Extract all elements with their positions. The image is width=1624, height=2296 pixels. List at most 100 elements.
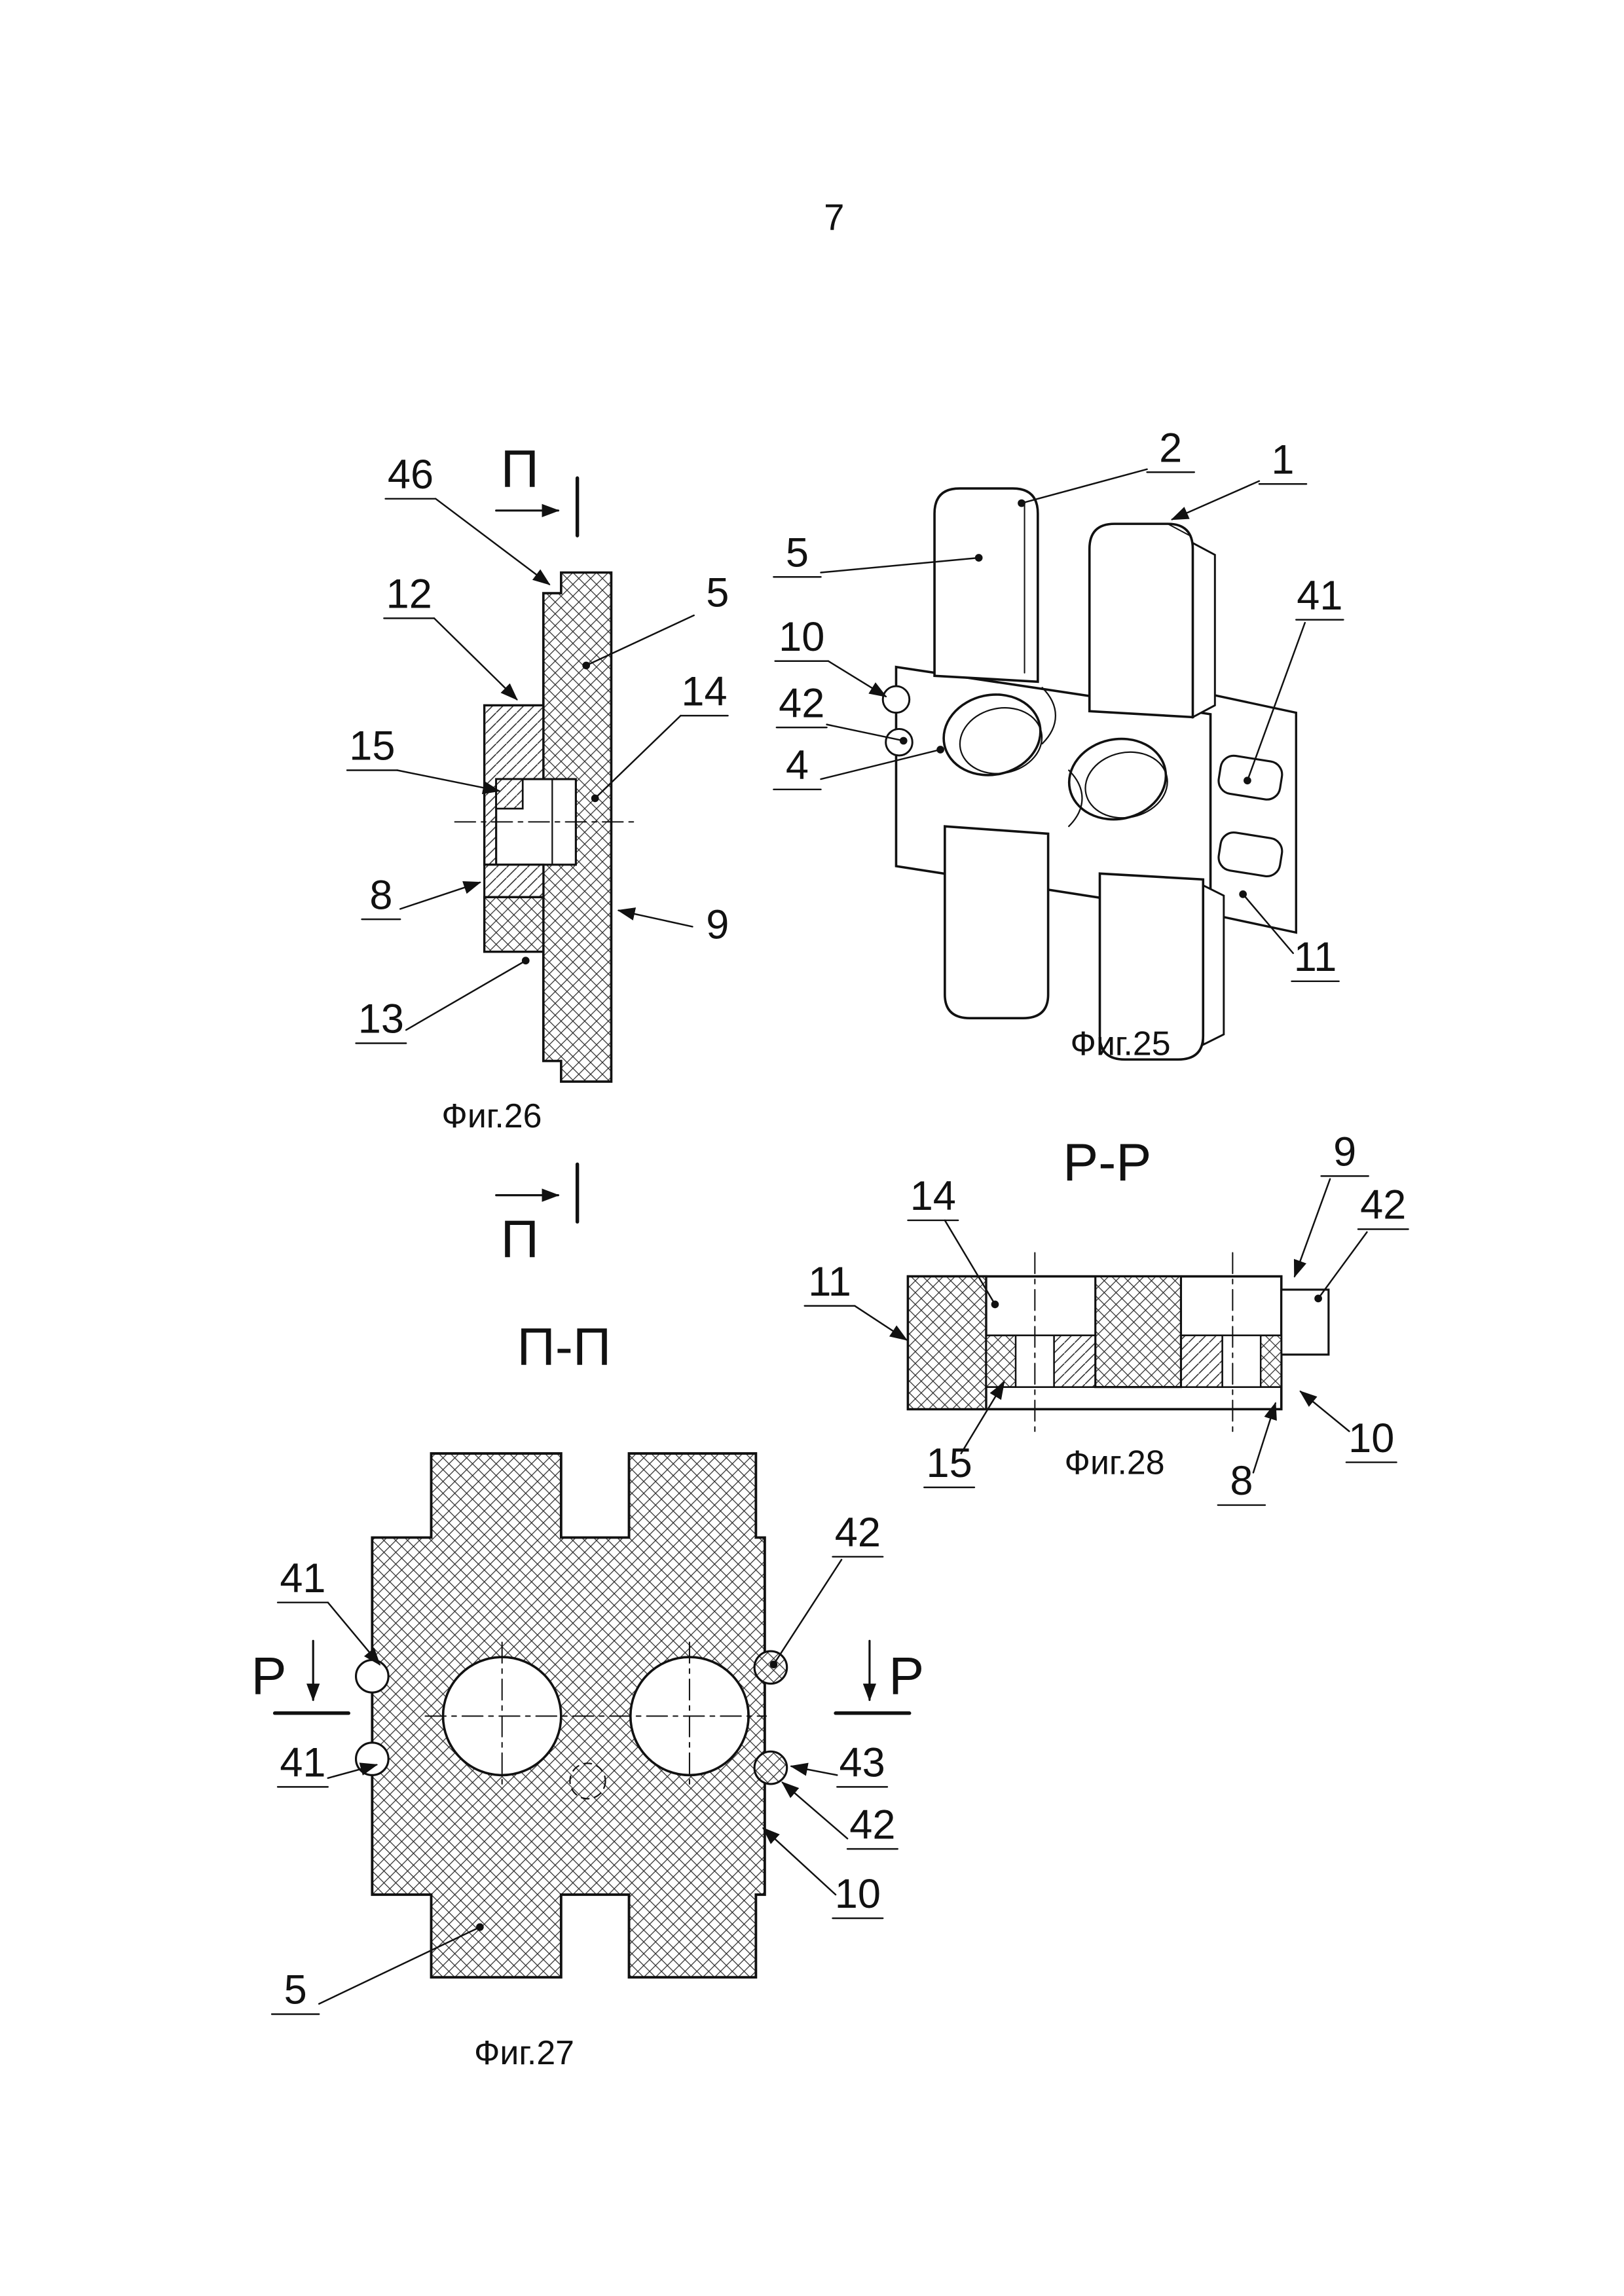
fig27-label-41-top: 41 [280, 1556, 325, 1601]
fig25-leader-2 [1018, 468, 1148, 507]
fig25-web-arc-1 [1041, 687, 1056, 745]
fig25-label-42: 42 [779, 680, 824, 726]
fig28-label-9: 9 [1333, 1129, 1356, 1175]
fig27-marker-right: Р [889, 1647, 924, 1705]
fig25-notch-10 [881, 685, 911, 714]
fig25-bore-left-inner [959, 707, 1043, 774]
fig28-center-block [1094, 1275, 1183, 1389]
fig26-leader-13 [405, 957, 530, 1031]
fig26-section-marker-bottom: П [501, 1210, 539, 1269]
fig26-insert-15 [495, 778, 524, 810]
fig27-leader-41-bottom [327, 1762, 378, 1779]
fig27-leader-42-bottom [781, 1781, 849, 1840]
fig26-caption: Фиг.26 [441, 1097, 542, 1135]
fig26-leader-5 [582, 614, 695, 670]
fig25-leader-4 [820, 746, 944, 780]
fig28-leader-15 [960, 1381, 1005, 1455]
fig28-label-42: 42 [1360, 1182, 1406, 1228]
fig26-label-14: 14 [681, 668, 727, 714]
fig27-leader-5 [318, 1923, 484, 2005]
fig27-label-42-top: 42 [835, 1510, 881, 1556]
fig27-caption: Фиг.27 [474, 2033, 574, 2071]
fig25-lobe-bottom-right [1098, 872, 1205, 1061]
fig28-block-11 [906, 1275, 987, 1411]
page-number: 7 [824, 197, 844, 238]
fig26-leader-15 [396, 769, 501, 795]
fig26-leader-8 [399, 881, 482, 910]
fig27-bump-43-bottom [753, 1750, 788, 1785]
fig28-leader-42 [1314, 1231, 1368, 1303]
fig25-label-4: 4 [786, 742, 809, 788]
fig25-lobe-top-left [933, 487, 1039, 683]
fig26-label-9: 9 [706, 902, 729, 947]
fig26-label-12: 12 [386, 572, 432, 617]
fig25-leader-5 [820, 554, 983, 574]
fig26-label-8: 8 [369, 872, 392, 918]
fig27-hidden-hole [569, 1762, 606, 1800]
fig28-slot-right [1221, 1334, 1262, 1388]
fig27-leader-41-top [327, 1601, 381, 1666]
fig25-leader-41 [1244, 621, 1306, 785]
fig27-label-41-bottom: 41 [280, 1740, 325, 1786]
fig25-lobe-bottom-left [944, 825, 1050, 1019]
fig28-leader-9 [1293, 1178, 1331, 1278]
fig28-label-14: 14 [910, 1173, 956, 1219]
fig25-lobe-top-right [1088, 522, 1194, 719]
fig25-leader-1 [1170, 480, 1261, 520]
fig26-leader-9 [617, 907, 693, 928]
fig25-web-arc-2 [1068, 769, 1083, 828]
fig28-leader-11 [854, 1305, 908, 1341]
fig25-leader-11 [1239, 890, 1294, 955]
fig28-leader-10 [1299, 1390, 1350, 1432]
fig28-tab-42 [1280, 1288, 1330, 1356]
fig27-plate [371, 1452, 766, 1979]
fig28: Р-Р 14 9 42 11 15 8 [803, 1129, 1409, 1506]
fig25-label-1: 1 [1271, 437, 1294, 483]
fig27-leader-10 [762, 1827, 837, 1896]
fig27-leader-43 [790, 1762, 838, 1776]
fig26-piece-8 [483, 864, 545, 898]
fig25-notch-42 [885, 727, 913, 757]
fig28-label-10: 10 [1348, 1415, 1394, 1461]
fig26: П 46 12 15 8 13 5 [346, 440, 729, 1269]
fig27-marker-left: Р [251, 1647, 287, 1705]
fig25-leader-10 [827, 660, 887, 698]
fig27-bump-42-top [753, 1650, 788, 1685]
fig28-caption: Фиг.28 [1065, 1444, 1165, 1482]
fig28-insert-8 [1180, 1334, 1223, 1388]
fig26-plate [542, 571, 613, 1083]
fig26-leader-12 [433, 617, 518, 701]
fig27-label-10: 10 [835, 1871, 881, 1917]
fig27: П-П Р Р 41 41 5 42 [251, 1318, 925, 2071]
fig25-caption: Фиг.25 [1071, 1025, 1171, 1063]
fig26-label-5: 5 [706, 570, 729, 615]
fig25-label-41: 41 [1297, 573, 1342, 619]
fig28-label-8: 8 [1230, 1458, 1253, 1504]
fig26-leader-14 [591, 714, 682, 803]
fig26-label-13: 13 [358, 996, 404, 1042]
fig27-leader-42-top [769, 1559, 843, 1669]
fig26-leader-46 [435, 498, 551, 585]
fig25-label-11: 11 [1294, 934, 1337, 980]
fig26-hub-lower [483, 896, 545, 953]
fig25-slot-11 [1217, 831, 1283, 877]
fig27-label-42-bottom: 42 [849, 1802, 895, 1848]
fig28-leader-8 [1252, 1402, 1277, 1474]
fig25-leader-42 [826, 723, 908, 745]
fig25-lobe-top-right-side [1192, 541, 1216, 719]
fig26-label-46: 46 [388, 452, 434, 498]
fig26-label-15: 15 [349, 723, 395, 769]
fig25-label-10: 10 [779, 614, 824, 660]
fig28-label-11: 11 [808, 1259, 851, 1305]
fig27-notch-41-top [354, 1659, 390, 1694]
fig25: 2 1 5 10 42 4 41 11 Фиг.25 [773, 425, 1344, 1063]
fig25-lobe2-top-edge [1167, 523, 1191, 537]
fig27-label-5: 5 [284, 1967, 307, 2013]
fig28-title: Р-Р [1063, 1133, 1151, 1192]
fig25-label-2: 2 [1159, 425, 1182, 471]
fig27-title: П-П [517, 1318, 612, 1377]
fig25-lobe-bottom-right-side [1202, 883, 1225, 1047]
fig26-section-marker-top: П [501, 440, 539, 499]
